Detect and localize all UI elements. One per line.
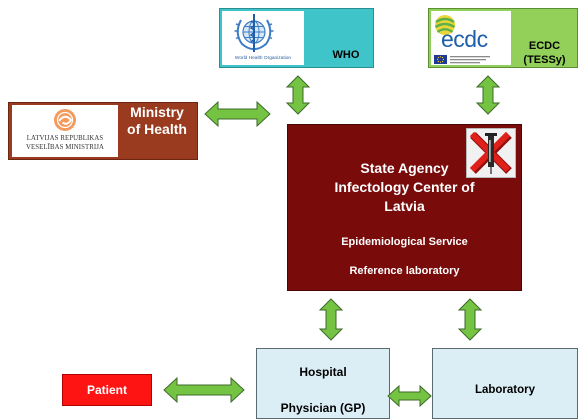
laboratory-node [432, 348, 578, 419]
latvia-ministry-emblem-icon [54, 109, 76, 131]
patient-hospital-double-arrow-icon [163, 376, 245, 404]
physician-label: Physician (GP) [280, 401, 366, 415]
agency-laboratory-double-arrow-icon [457, 298, 483, 341]
agency-title-line-1: State Agency [360, 160, 449, 176]
infectology-center-logo-icon [466, 128, 516, 178]
who-emblem-icon [234, 14, 274, 52]
ecdc-logo: ecdc [431, 11, 511, 65]
agency-hospital-double-arrow-icon [318, 298, 344, 341]
patient-node [62, 374, 152, 406]
agency-title-line-2: Infectology Center of [334, 179, 475, 195]
ecdc-label: ECDC [528, 40, 561, 52]
ecdc-sublabel: (TESSy) [523, 54, 566, 66]
who-agency-double-arrow-icon [285, 75, 311, 115]
agency-title-line-3: Latvia [384, 198, 425, 214]
eu-flag-icon [434, 55, 447, 64]
ministry-logo: LATVIJAS REPUBLIKAS VESELĪBAS MINISTRIJA [12, 105, 118, 157]
ministry-logo-line-1: LATVIJAS REPUBLIKAS [26, 135, 104, 142]
agency-service-epidemiological: Epidemiological Service [341, 236, 468, 248]
ministry-label-line-1: Ministry [130, 104, 184, 120]
hospital-label: Hospital [299, 365, 347, 379]
laboratory-label: Laboratory [474, 384, 536, 396]
ecdc-logo-icon [434, 15, 490, 64]
hospital-laboratory-double-arrow-icon [387, 384, 432, 408]
ministry-agency-double-arrow-icon [204, 100, 271, 128]
ecdc-logo-text: ecdc [441, 26, 488, 52]
ministry-label-line-2: of Health [127, 121, 187, 137]
ecdc-agency-double-arrow-icon [475, 75, 501, 115]
who-logo: World Health Organization [222, 11, 304, 65]
who-label: WHO [332, 49, 360, 61]
patient-label: Patient [86, 383, 127, 397]
who-logo-text: World Health Organization [234, 56, 292, 61]
agency-service-reference-lab: Reference laboratory [349, 265, 460, 277]
ministry-logo-line-2: VESELĪBAS MINISTRIJA [25, 144, 105, 151]
